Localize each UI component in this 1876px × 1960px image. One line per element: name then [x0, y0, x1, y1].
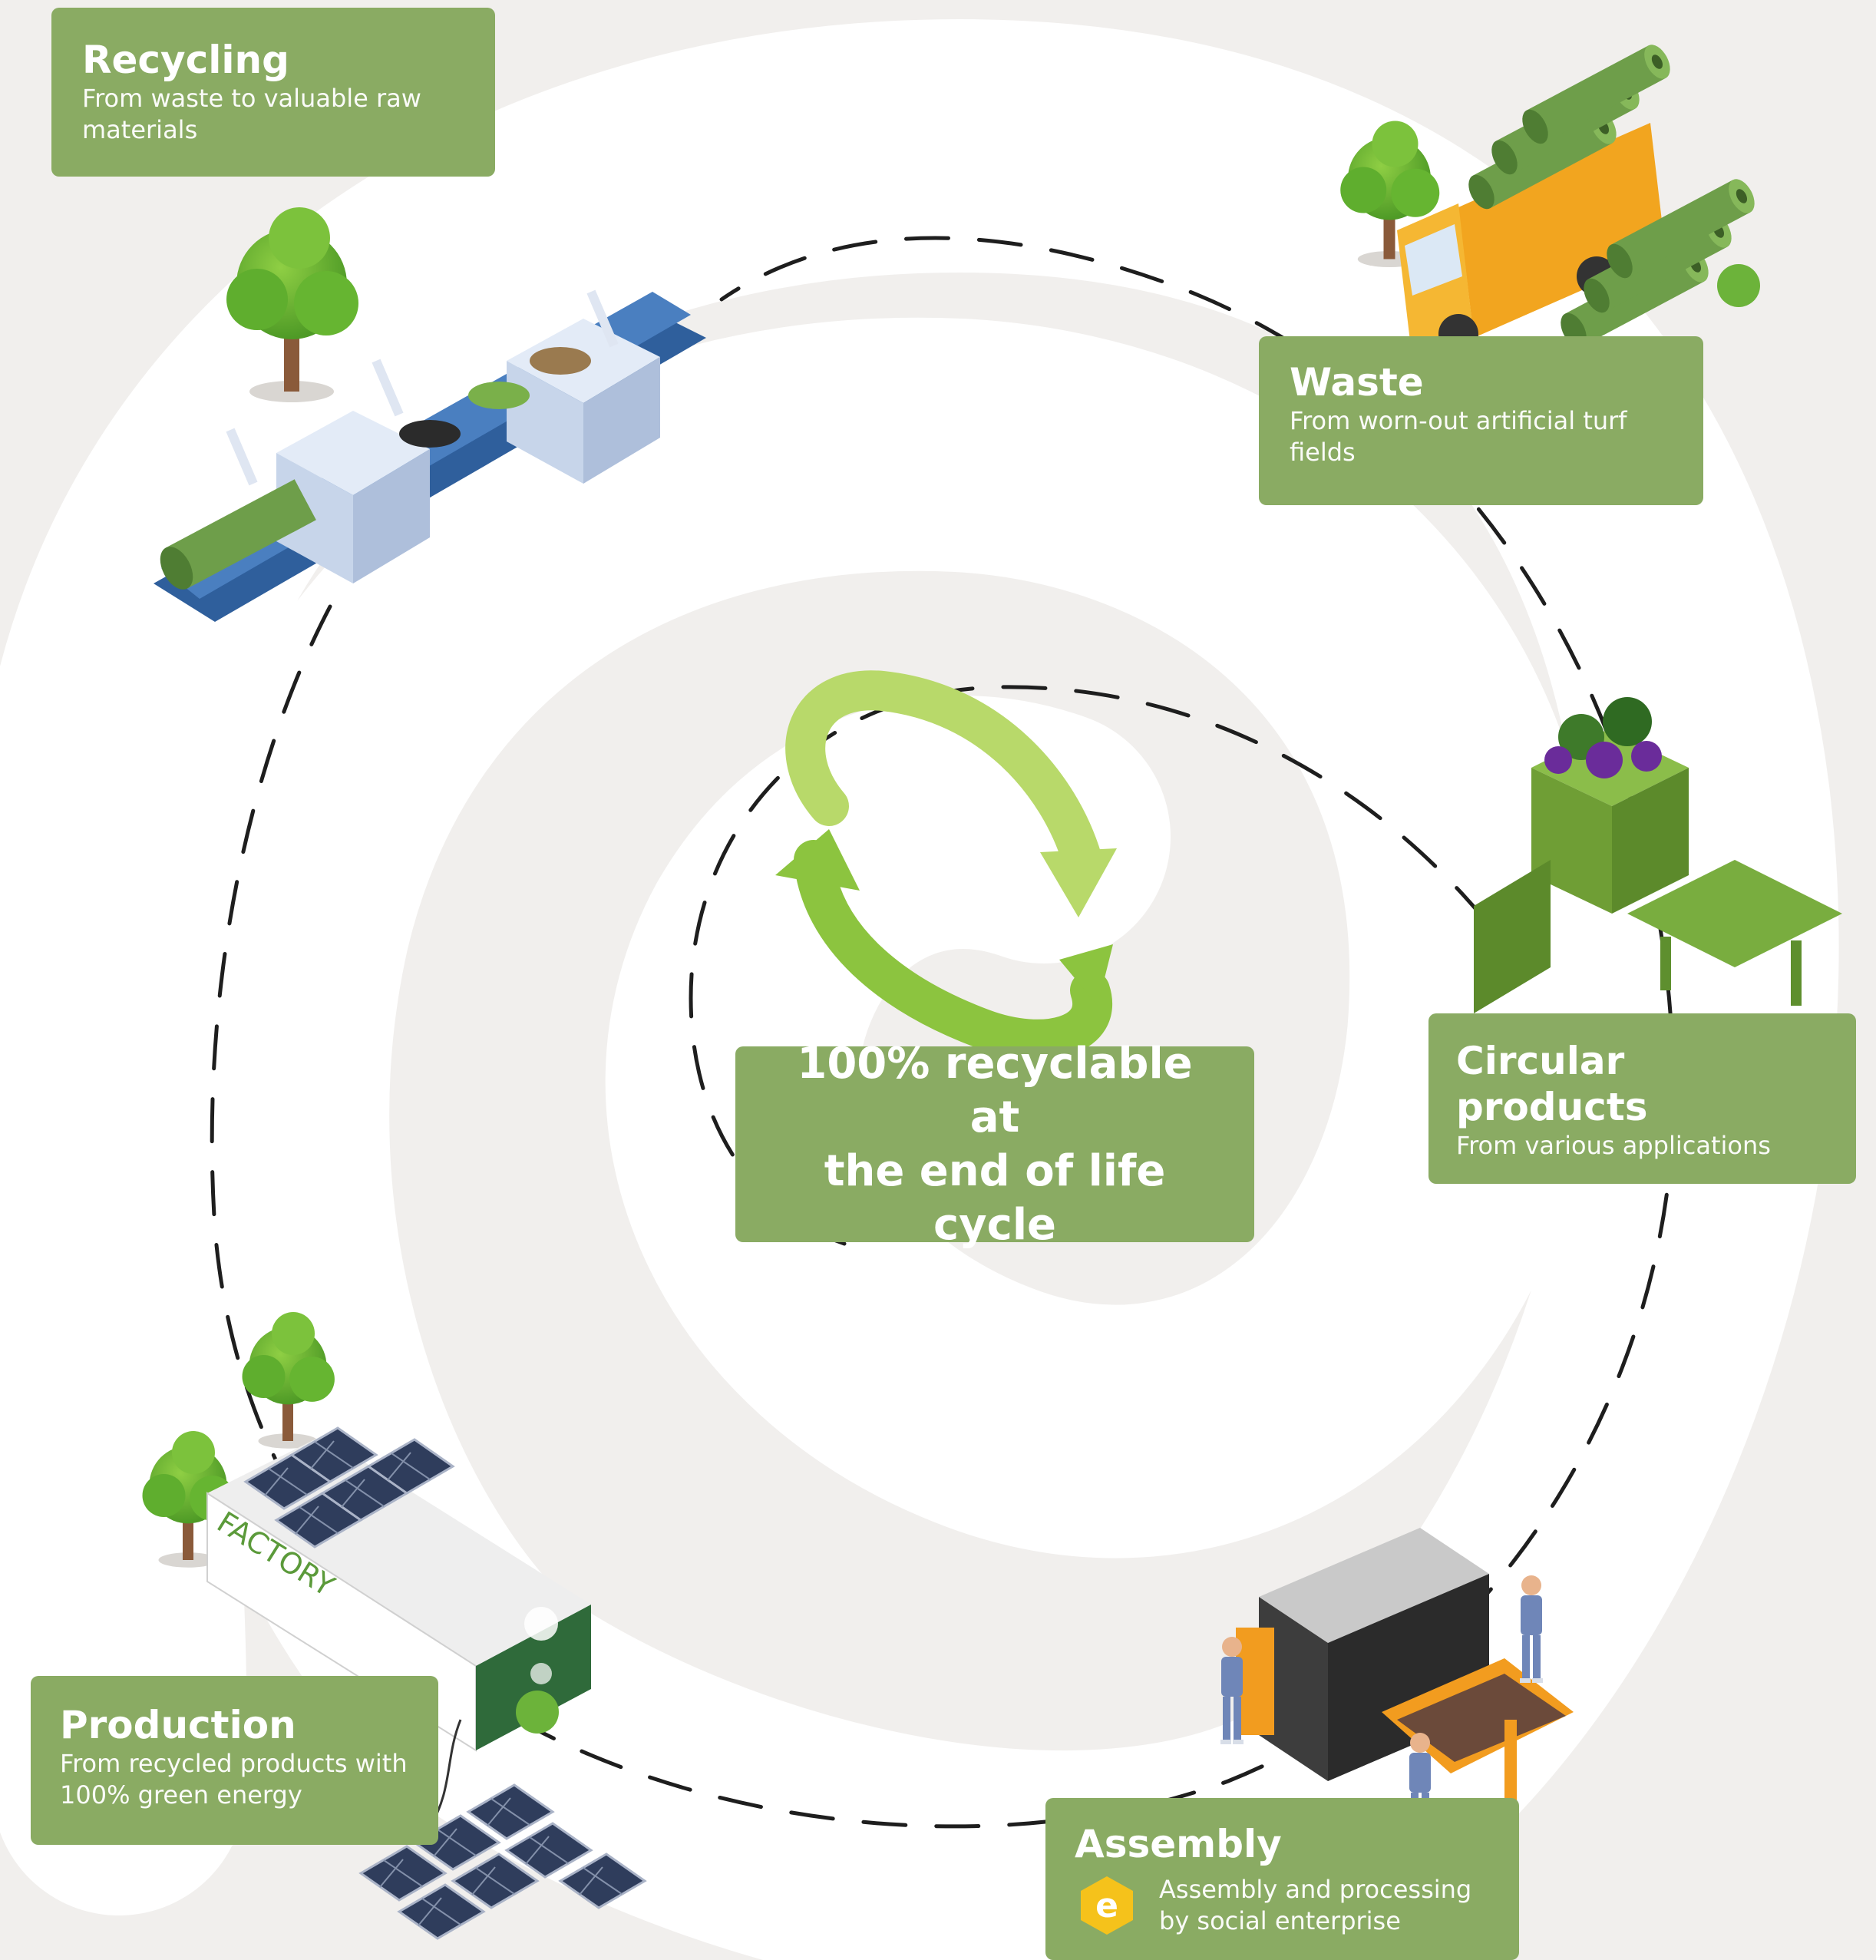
dump-truck-icon — [1397, 40, 1676, 361]
turf-roll-icon — [1555, 174, 1760, 352]
production-title: Production — [60, 1703, 296, 1747]
waste-card: Waste From worn-out artificial turf fiel… — [1259, 336, 1703, 505]
assembly-title: Assembly — [1075, 1822, 1282, 1866]
planter-box-icon — [1531, 697, 1689, 914]
recycling-desc-line2: materials — [82, 115, 198, 144]
assembly-card: Assembly e Assembly and processing by so… — [1045, 1798, 1519, 1960]
center-text-line1: 100% recyclable at — [797, 1038, 1193, 1142]
assembly-desc-line2: by social enterprise — [1159, 1906, 1401, 1935]
social-enterprise-badge-icon: e — [1075, 1873, 1139, 1938]
waste-desc-line2: fields — [1290, 438, 1356, 467]
center-card: 100% recyclable at the end of life cycle — [735, 1039, 1254, 1250]
production-desc-line1: From recycled products with — [60, 1749, 408, 1778]
waste-desc-line1: From worn-out artificial turf — [1290, 406, 1627, 435]
production-desc-line2: 100% green energy — [60, 1780, 302, 1810]
circular-products-card: Circular products From various applicati… — [1428, 1013, 1856, 1184]
recycling-desc-line1: From waste to valuable raw — [82, 84, 421, 113]
recycling-card: Recycling From waste to valuable raw mat… — [51, 8, 495, 177]
recycle-arrows-icon — [775, 670, 1117, 1059]
badge-letter: e — [1095, 1886, 1118, 1925]
recycling-title: Recycling — [82, 38, 289, 82]
production-card: Production From recycled products with 1… — [31, 1676, 438, 1845]
waste-title: Waste — [1290, 360, 1424, 405]
circular-products-title: Circular products — [1456, 1039, 1648, 1129]
circular-products-desc: From various applications — [1456, 1131, 1771, 1160]
assembly-desc-line1: Assembly and processing — [1159, 1875, 1472, 1904]
picnic-table-icon — [1474, 860, 1842, 1013]
center-text-line2: the end of life cycle — [824, 1145, 1166, 1250]
recycling-machine-icon — [154, 289, 706, 622]
